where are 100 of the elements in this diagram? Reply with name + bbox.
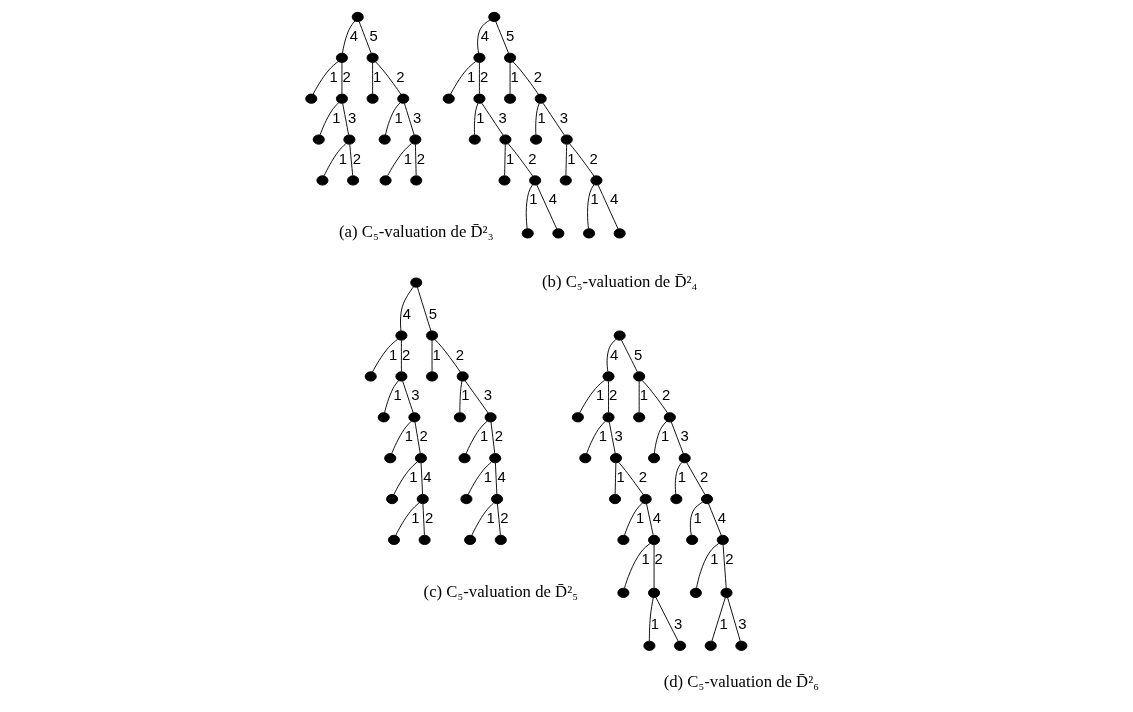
edge-label: 1 [466, 68, 476, 85]
connector [689, 501, 704, 536]
node-circle [720, 587, 733, 598]
connector [648, 597, 654, 642]
connector [608, 421, 616, 454]
node-circle [379, 175, 392, 186]
node-circle [617, 534, 630, 546]
edge-label: 2 [479, 68, 489, 85]
edge-label: 4 [548, 191, 557, 208]
connector [431, 339, 433, 372]
node-circle [316, 175, 329, 186]
node-circle [530, 134, 543, 145]
node-circle [395, 371, 408, 382]
edge-label: 3 [498, 109, 507, 126]
connector [624, 502, 643, 536]
connector [434, 339, 461, 373]
node-circle [686, 534, 699, 546]
node-circle [312, 134, 325, 145]
connector [696, 542, 720, 589]
edge-label: 1 [388, 346, 398, 363]
connector [400, 339, 402, 372]
edge-label: 2 [654, 550, 663, 567]
node-circle [648, 534, 661, 546]
edge-label: 1 [505, 150, 515, 167]
connector [727, 597, 741, 642]
edge-label: 3 [411, 387, 420, 404]
connector [459, 380, 463, 413]
node-circle [674, 640, 687, 651]
connector [565, 143, 568, 176]
connector [494, 462, 498, 495]
connector [579, 379, 606, 414]
edge-label: 5 [428, 305, 438, 322]
connector [618, 461, 644, 496]
edge-label: 1 [461, 387, 470, 404]
connector [414, 421, 421, 454]
connector [467, 461, 492, 495]
connector [372, 338, 399, 373]
node-circle [716, 534, 729, 546]
node-circle [410, 175, 423, 186]
edge-label: 2 [419, 428, 428, 445]
connector [722, 544, 727, 589]
edge-label: 3 [680, 428, 689, 445]
connector [535, 102, 540, 136]
node-circle [343, 134, 356, 145]
node-circle [460, 493, 473, 505]
node-circle [387, 534, 400, 546]
edge-label: 1 [641, 550, 650, 567]
connector [569, 143, 595, 177]
connector [606, 338, 617, 373]
connector [384, 380, 400, 414]
label: (a) C₅-valuation de D̄²₃ [339, 222, 494, 242]
connector [674, 462, 683, 495]
connector [404, 103, 415, 136]
node-circle [648, 453, 661, 464]
edge-label: 1 [483, 469, 492, 486]
connector [587, 184, 595, 230]
edge-label: 1 [411, 510, 420, 527]
edge-label: 2 [401, 346, 411, 363]
node-circle [735, 640, 748, 651]
connector [387, 143, 412, 177]
node-circle [386, 493, 399, 505]
node-circle [529, 175, 542, 186]
connector [655, 597, 679, 642]
connector [341, 62, 343, 95]
node-circle [442, 93, 455, 104]
node-circle [602, 371, 615, 382]
connector [646, 503, 654, 536]
node-circle [468, 134, 481, 145]
edge-label: 1 [403, 150, 413, 167]
edge-label: 1 [596, 387, 605, 404]
label: (d) C₅-valuation de D̄²₆ [663, 672, 820, 692]
edge-label: 1 [329, 68, 338, 85]
connector [342, 103, 350, 135]
node-circle [489, 453, 502, 464]
edge-label: 5 [505, 27, 515, 44]
connector [624, 542, 651, 589]
label: (c) C₅-valuation de D̄²₅ [423, 581, 578, 601]
edge-label: 1 [479, 428, 489, 445]
node-circle [663, 412, 676, 423]
node-circle [418, 534, 431, 546]
node-circle [670, 493, 683, 505]
connector [542, 102, 565, 136]
connector [477, 19, 491, 54]
edge-label: 1 [693, 510, 702, 527]
label: (b) C₅-valuation de D̄²₄ [542, 271, 698, 291]
node-circle [395, 330, 408, 341]
node-circle [617, 587, 630, 598]
node-circle [609, 453, 622, 464]
edge-label: 1 [338, 150, 347, 167]
node-circle [488, 11, 501, 23]
node-circle [521, 228, 534, 239]
node-circle [633, 371, 646, 382]
node-circle [571, 412, 584, 423]
connector [465, 420, 488, 454]
node-circle [366, 93, 379, 104]
edge-label: 3 [674, 615, 683, 632]
connector [711, 597, 726, 642]
edge-label: 1 [590, 191, 599, 208]
connector [393, 461, 418, 495]
edge-label: 4 [349, 27, 359, 44]
